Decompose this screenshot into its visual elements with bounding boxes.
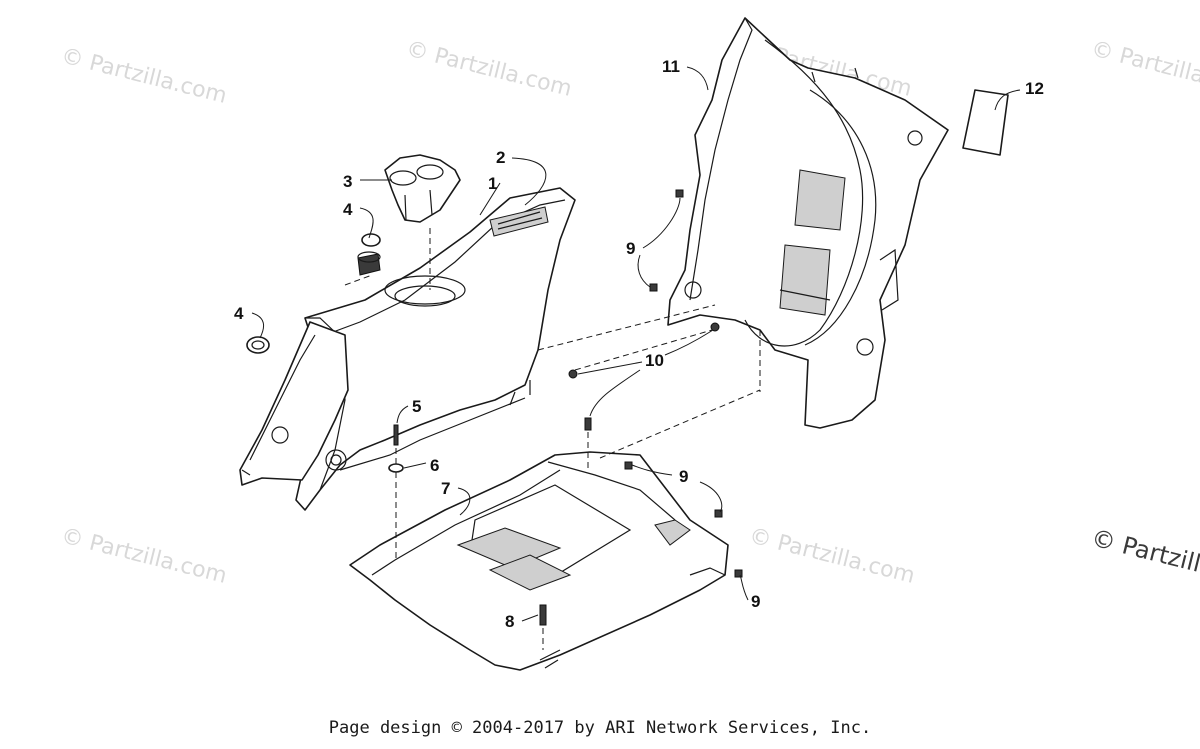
callout-2: 2 [496, 148, 505, 167]
watermark: © Partzilla.com [1089, 37, 1200, 102]
callout-7: 7 [441, 479, 450, 498]
bolt-part-5 [393, 424, 399, 446]
callout-11: 11 [662, 57, 680, 76]
bolt-part-8 [539, 604, 547, 626]
callouts: 1 2 3 4 4 5 6 7 8 9 9 9 10 11 12 [234, 57, 1044, 631]
fasteners [388, 189, 743, 626]
callout-9: 9 [679, 467, 688, 486]
watermark: © Partzilla.com [404, 37, 575, 102]
clip-part-9b [649, 283, 658, 292]
watermark: © Partzilla.com [59, 524, 230, 589]
clip-part-9e [734, 569, 743, 578]
console-part-1 [295, 187, 576, 511]
screw-part-10a [568, 369, 578, 379]
callout-1: 1 [488, 174, 497, 193]
callout-4: 4 [343, 200, 353, 219]
callout-5: 5 [412, 397, 421, 416]
clip-part-9c [624, 461, 633, 470]
floor-pan-part-7 [349, 451, 729, 671]
callout-10: 10 [645, 351, 664, 370]
cup-holder-part-3 [384, 154, 461, 223]
washer-part-6 [388, 463, 404, 473]
leader-lines [251, 66, 1021, 622]
callout-8: 8 [505, 612, 514, 631]
callout-3: 3 [343, 172, 352, 191]
page-footer-copyright: Page design © 2004-2017 by ARI Network S… [328, 718, 872, 738]
outlet-ring-part-4 [246, 336, 270, 354]
assembly-lines [344, 228, 761, 650]
callout-9: 9 [626, 239, 635, 258]
watermark: © Partzilla.com [1089, 524, 1200, 596]
callout-6: 6 [430, 456, 439, 475]
side-trim-part-4 [239, 321, 349, 486]
callout-4: 4 [234, 304, 244, 323]
screw-part-10c [584, 417, 592, 431]
decal-part-12 [962, 89, 1009, 156]
clip-part-9a [675, 189, 684, 198]
watermark: © Partzilla.com [59, 44, 230, 109]
callout-12: 12 [1025, 79, 1044, 98]
rear-panel-part-11 [667, 17, 949, 429]
power-outlet-part-4 [357, 233, 381, 276]
watermark: © Partzilla.com [747, 524, 918, 589]
clip-part-9d [714, 509, 723, 518]
screw-part-10b [710, 322, 720, 332]
callout-9: 9 [751, 592, 760, 611]
